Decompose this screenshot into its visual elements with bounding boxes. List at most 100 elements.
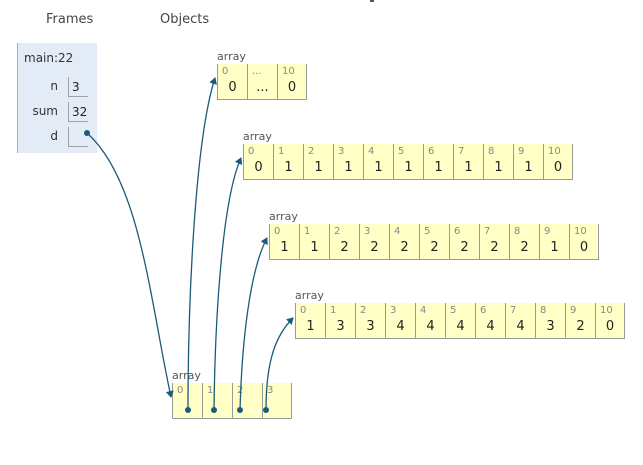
cell-value: ...: [256, 80, 269, 95]
cell-index: 8: [540, 305, 547, 316]
cell-index: 9: [544, 226, 551, 237]
cell-index: 2: [334, 226, 341, 237]
array-cell: 0: [172, 383, 202, 419]
cell-index: 9: [518, 146, 525, 157]
pointer-d-to-outer: [86, 132, 174, 398]
cell-value: 1: [550, 240, 559, 255]
cell-value: 2: [520, 240, 529, 255]
frames-header: Frames: [46, 12, 94, 27]
cell-index: 4: [368, 146, 375, 157]
cell-index: 2: [237, 385, 244, 396]
cell-index: 1: [304, 226, 311, 237]
cell-index: 3: [338, 146, 345, 157]
cell-index: 3: [364, 226, 371, 237]
cell-value: 4: [396, 319, 405, 334]
cell-value: 0: [254, 160, 263, 175]
cell-value: 2: [400, 240, 409, 255]
array-label: array: [295, 289, 324, 302]
cell-index: 10: [282, 66, 295, 77]
array-cell: 3: [262, 383, 292, 419]
cell-index: 0: [248, 146, 255, 157]
var-value-sum: 32: [68, 102, 88, 122]
cell-value: 3: [336, 319, 345, 334]
cell-value: 2: [340, 240, 349, 255]
caret-mark: [370, 0, 374, 2]
cell-index: 4: [394, 226, 401, 237]
var-name-sum: sum: [32, 104, 58, 118]
cell-value: 1: [524, 160, 533, 175]
cell-value: 1: [404, 160, 413, 175]
cell-index: 0: [222, 66, 229, 77]
cell-value: 1: [310, 240, 319, 255]
cell-value: 1: [494, 160, 503, 175]
cell-index: 5: [398, 146, 405, 157]
cell-index: 5: [450, 305, 457, 316]
array-cell: ......: [247, 64, 277, 100]
cell-index: 7: [484, 226, 491, 237]
cell-index: 6: [454, 226, 461, 237]
cell-value: 0: [553, 160, 563, 175]
cell-value: 4: [486, 319, 495, 334]
cell-value: 2: [460, 240, 469, 255]
cell-index: 0: [274, 226, 281, 237]
cell-value: 1: [344, 160, 353, 175]
cell-index: 10: [574, 226, 587, 237]
cell-index: 9: [570, 305, 577, 316]
cell-value: 3: [366, 319, 375, 334]
objects-header: Objects: [160, 12, 210, 27]
var-value-d-pointer: [68, 127, 88, 147]
cell-value: 2: [370, 240, 379, 255]
var-value-n: 3: [68, 77, 88, 97]
cell-index: 3: [267, 385, 274, 396]
cell-index: 4: [420, 305, 427, 316]
cell-value: 0: [287, 80, 297, 95]
cell-index: 10: [548, 146, 561, 157]
cell-index: 1: [278, 146, 285, 157]
array-label: array: [217, 50, 246, 63]
array-label: array: [269, 210, 298, 223]
stack-frame-main: main:22 n 3 sum 32 d: [17, 43, 97, 153]
cell-value: 2: [576, 319, 585, 334]
pointer-1-to-row1: [213, 157, 243, 411]
cell-value: 4: [456, 319, 465, 334]
cell-index: 10: [600, 305, 613, 316]
frame-title: main:22: [24, 51, 74, 65]
cell-value: 2: [430, 240, 439, 255]
cell-index: ...: [252, 66, 262, 77]
cell-value: 1: [280, 240, 289, 255]
